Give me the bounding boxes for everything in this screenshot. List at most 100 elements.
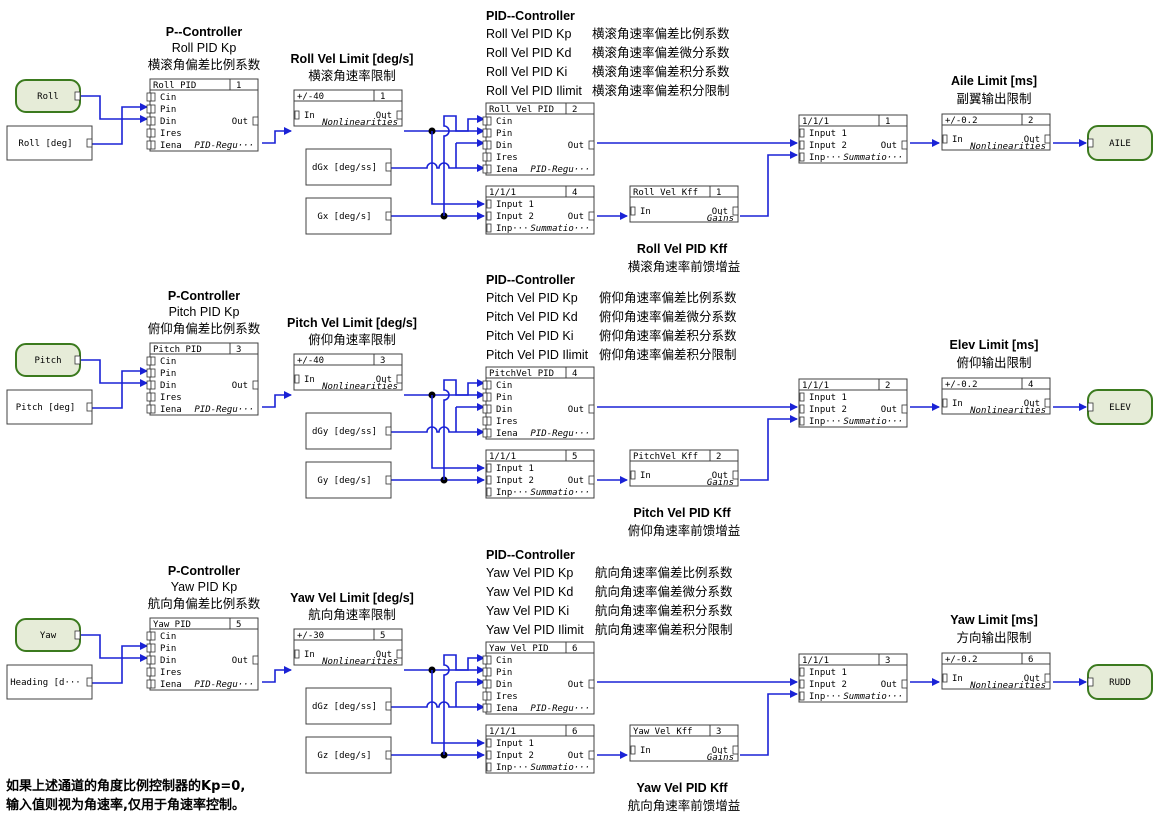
port-box xyxy=(252,655,259,665)
wire-ff-input1 xyxy=(431,395,485,472)
port-box xyxy=(486,463,492,473)
source-roll-angle[interactable]: Roll [deg] xyxy=(6,125,93,161)
pidc-param-desc: 横滚角速率偏差积分限制 xyxy=(592,83,730,98)
block-body xyxy=(149,78,259,152)
block-header xyxy=(485,185,595,198)
port-box xyxy=(150,643,156,653)
block-name: 1/1/1 xyxy=(489,727,516,737)
input-roll[interactable]: Roll xyxy=(15,79,81,113)
block-header xyxy=(485,724,595,737)
wire-angle-pctrl-out xyxy=(262,391,292,408)
port-label: In xyxy=(304,650,315,660)
block-name: +/-40 xyxy=(297,356,324,366)
port-box xyxy=(486,392,492,402)
block-type: Gains xyxy=(707,214,734,224)
output-pitch[interactable]: ELEV xyxy=(1087,389,1153,425)
pidc-param-desc: 航向角速率偏差积分限制 xyxy=(595,622,733,637)
block-name: 1/1/1 xyxy=(489,452,516,462)
block-header xyxy=(485,449,595,462)
source-pitch-rate-acc[interactable]: dGy [deg/ss] xyxy=(305,412,392,450)
port-marker xyxy=(146,140,152,150)
port-label: Cin xyxy=(496,117,512,127)
port-marker xyxy=(482,691,488,701)
kff-title: Yaw Vel PID Kff xyxy=(636,781,728,795)
port-box xyxy=(74,630,81,640)
port-box xyxy=(486,475,492,485)
block-type: PID-Regu··· xyxy=(194,405,254,415)
pidc-title: PID--Controller xyxy=(486,548,575,562)
block-header xyxy=(293,353,403,366)
port-box xyxy=(799,152,805,162)
input-yaw[interactable]: Yaw xyxy=(15,618,81,652)
port-label: Cin xyxy=(160,357,176,367)
port-marker xyxy=(146,667,152,677)
source-pitch-angle[interactable]: Pitch [deg] xyxy=(6,389,93,425)
pidc-param-desc: 横滚角速率偏差微分系数 xyxy=(592,45,730,60)
source-label: dGx [deg/ss] xyxy=(312,163,377,173)
source-roll-rate[interactable]: Gx [deg/s] xyxy=(305,197,392,235)
block-name: Yaw Vel PID xyxy=(489,644,549,654)
port-label: Inp··· xyxy=(809,692,842,702)
port-label: Out xyxy=(232,117,248,127)
port-box xyxy=(1087,138,1094,148)
port-marker xyxy=(146,116,152,126)
output-roll[interactable]: AILE xyxy=(1087,125,1153,161)
input-pitch[interactable]: Pitch xyxy=(15,343,81,377)
port-label: Input 2 xyxy=(809,405,847,415)
port-box xyxy=(799,679,805,689)
source-yaw-rate-acc[interactable]: dGz [deg/ss] xyxy=(305,687,392,725)
source-label: Heading [d··· xyxy=(10,678,80,688)
port-label: Out xyxy=(376,650,392,660)
block-number: 5 xyxy=(380,631,385,641)
block-number: 4 xyxy=(572,188,577,198)
block-type: PID-Regu··· xyxy=(530,704,590,714)
source-pitch-rate[interactable]: Gy [deg/s] xyxy=(305,461,392,499)
source-roll-rate-acc[interactable]: dGx [deg/ss] xyxy=(305,148,392,186)
port-label: Out xyxy=(712,207,728,217)
output-yaw[interactable]: RUDD xyxy=(1087,664,1153,700)
wire-rate-feedback xyxy=(443,115,485,216)
pctrl-kp: Yaw PID Kp xyxy=(171,580,238,594)
port-label: In xyxy=(952,399,963,409)
pidc-param-desc: 航向角速率偏差积分系数 xyxy=(595,603,733,618)
source-yaw-rate[interactable]: Gz [deg/s] xyxy=(305,736,392,774)
block-header xyxy=(149,342,259,355)
source-yaw-angle[interactable]: Heading [d··· xyxy=(6,664,93,700)
port-box xyxy=(799,128,805,138)
port-label: Cin xyxy=(160,632,176,642)
port-box xyxy=(150,92,156,102)
port-box xyxy=(150,380,156,390)
port-label: Pin xyxy=(496,129,512,139)
block-number: 6 xyxy=(572,727,577,737)
port-label: Out xyxy=(568,751,584,761)
block-number: 6 xyxy=(572,644,577,654)
pidc-param-desc: 横滚角速率偏差比例系数 xyxy=(592,26,730,41)
port-label: In xyxy=(304,375,315,385)
port-box xyxy=(86,402,93,412)
port-label: Inp··· xyxy=(496,224,529,234)
port-label: Out xyxy=(881,405,897,415)
wire-ff-input1 xyxy=(431,670,485,747)
block-type: Nonlinearities xyxy=(969,681,1046,691)
